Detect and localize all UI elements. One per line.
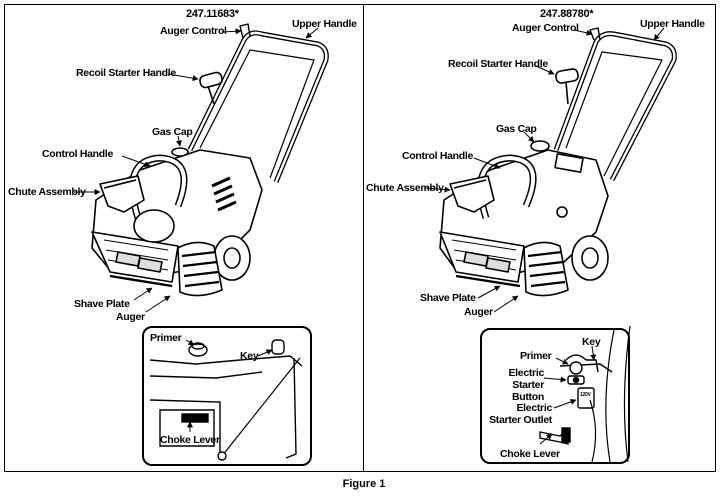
right-inset-label-electric-starter-outlet: Electric Starter Outlet bbox=[489, 402, 552, 426]
left-inset-box bbox=[142, 326, 312, 466]
right-label-chute-assembly: Chute Assembly bbox=[366, 182, 444, 194]
right-label-upper-handle: Upper Handle bbox=[640, 18, 705, 30]
left-inset-label-key: Key bbox=[240, 350, 259, 362]
right-leader-lines bbox=[425, 27, 665, 313]
left-inset-label-primer: Primer bbox=[150, 332, 182, 344]
right-label-auger-control: Auger Control bbox=[512, 22, 579, 34]
figure-caption: Figure 1 bbox=[342, 478, 386, 490]
right-label-auger: Auger bbox=[464, 306, 493, 318]
right-inset-label-electric-starter-button: Electric Starter Button bbox=[508, 367, 544, 403]
right-label-shave-plate: Shave Plate bbox=[420, 292, 476, 304]
right-inset-label-primer: Primer bbox=[520, 350, 552, 362]
right-inset-box bbox=[480, 328, 630, 464]
left-label-auger: Auger bbox=[116, 311, 145, 323]
right-model-number: 247.88780* bbox=[540, 8, 594, 20]
right-inset-leaders bbox=[539, 345, 597, 445]
left-label-upper-handle: Upper Handle bbox=[292, 18, 357, 30]
left-label-auger-control: Auger Control bbox=[160, 25, 227, 37]
left-inset-detail bbox=[149, 339, 303, 461]
outlet-voltage-mark: 120V bbox=[580, 392, 591, 398]
left-inset-label-choke-lever: Choke Lever bbox=[160, 434, 220, 446]
figure-frame bbox=[4, 4, 716, 472]
left-label-gas-cap: Gas Cap bbox=[152, 126, 193, 138]
left-leader-lines bbox=[74, 27, 319, 313]
left-label-shave-plate: Shave Plate bbox=[74, 298, 130, 310]
left-label-control-handle: Control Handle bbox=[42, 148, 114, 160]
left-model-number: 247.11683* bbox=[186, 8, 239, 20]
right-label-control-handle: Control Handle bbox=[402, 150, 474, 162]
left-snow-thrower bbox=[91, 23, 329, 297]
left-inset-leaders bbox=[185, 339, 273, 432]
right-snow-thrower bbox=[439, 27, 677, 297]
right-label-gas-cap: Gas Cap bbox=[496, 123, 537, 135]
panel-divider bbox=[363, 4, 364, 472]
left-label-chute-assembly: Chute Assembly bbox=[8, 186, 86, 198]
right-inset-label-choke-lever: Choke Lever bbox=[500, 448, 560, 460]
right-label-recoil-starter-handle: Recoil Starter Handle bbox=[448, 58, 548, 70]
left-label-recoil-starter-handle: Recoil Starter Handle bbox=[76, 67, 176, 79]
right-inset-label-key: Key bbox=[582, 336, 601, 348]
